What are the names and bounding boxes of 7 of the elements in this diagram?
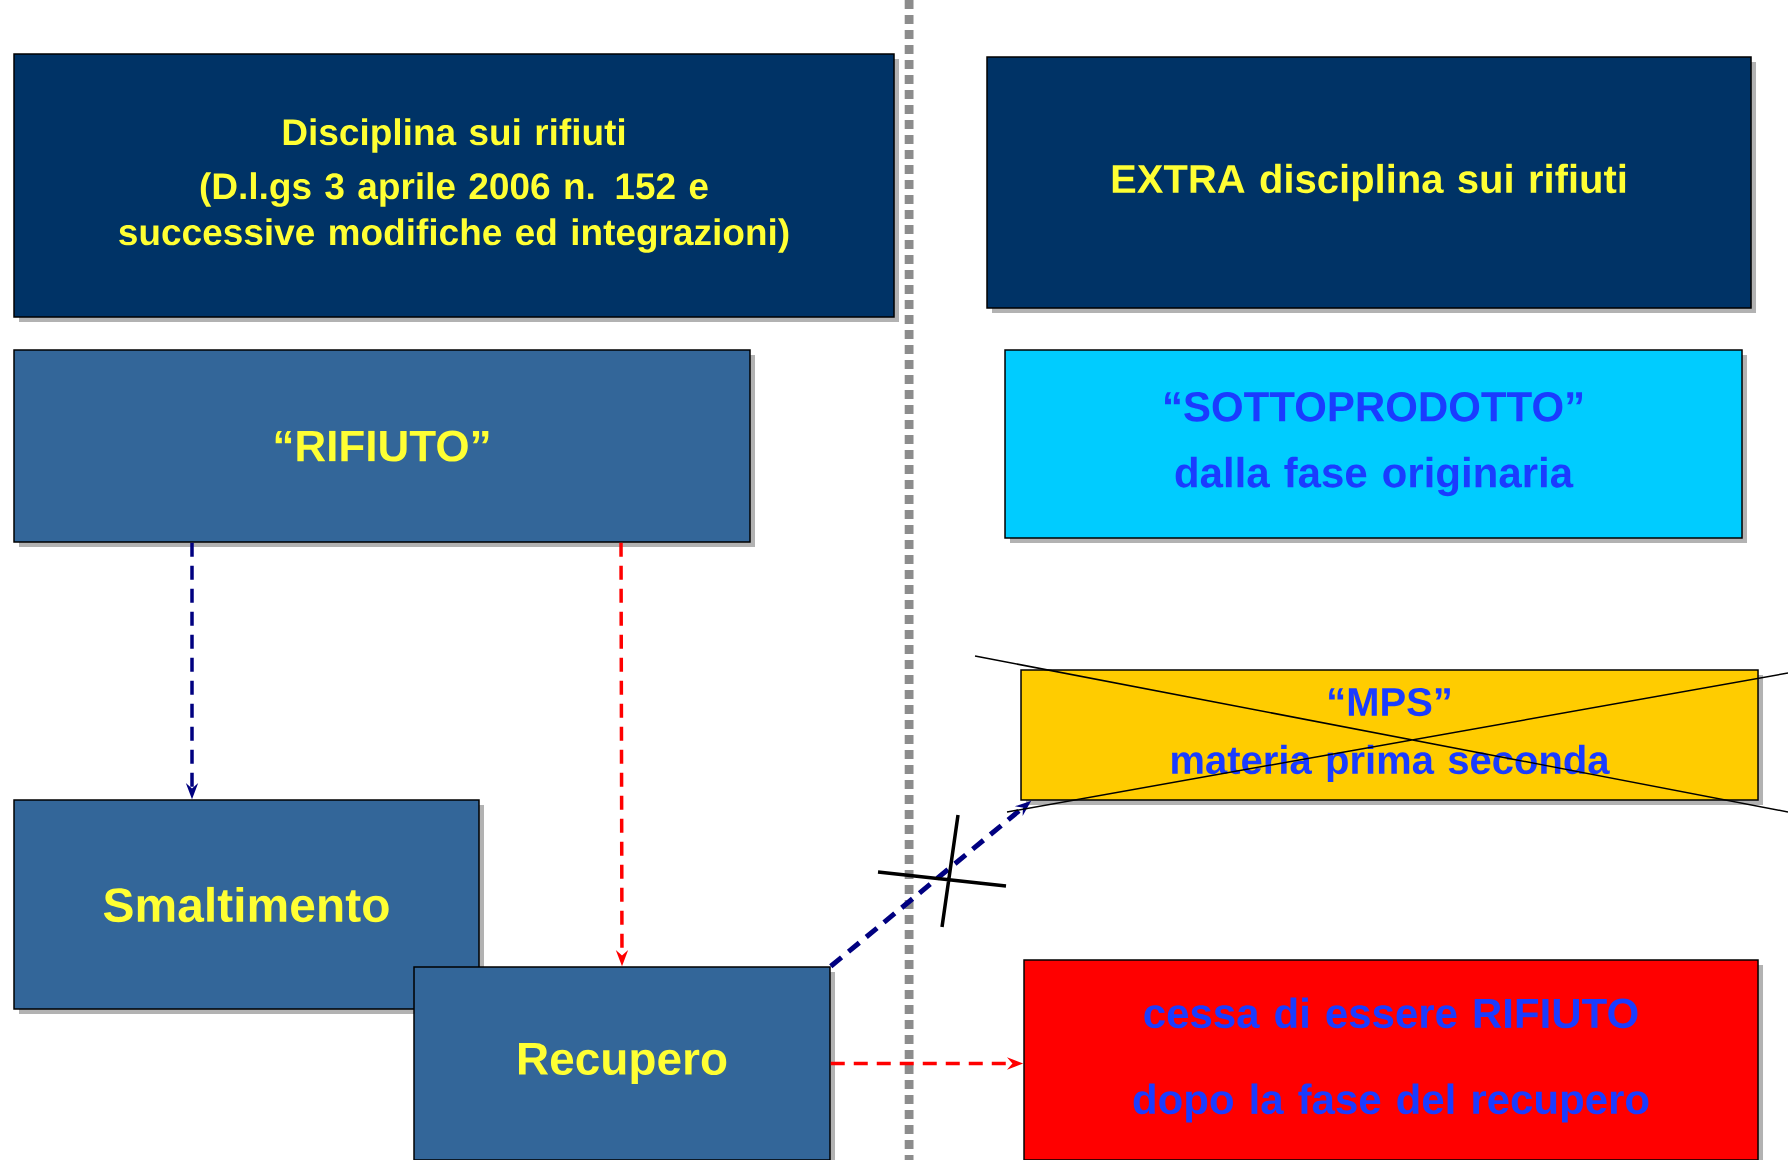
category-box: “SOTTOPRODOTTO” dalla fase originaria [1004, 349, 1747, 543]
process-box: “RIFIUTO” [13, 349, 755, 547]
result-box: cessa di essere RIFIUTO dopo la fase del recupero [1023, 959, 1763, 1160]
title-box: EXTRA disciplina sui rifiuti [986, 56, 1756, 313]
process-box: Smaltimento [13, 799, 484, 1014]
title-box: Disciplina sui rifiuti (D.l.gs 3 aprile 2006 n. 152 e successive modifiche ed integrazioni) [13, 53, 899, 322]
process-box: Recupero [413, 966, 835, 1160]
